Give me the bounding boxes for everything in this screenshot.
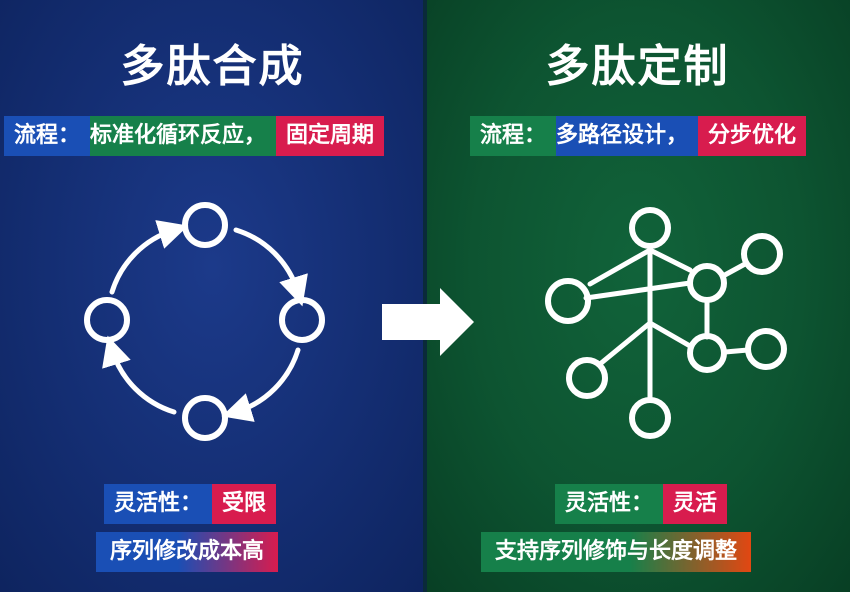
synthesis-flex-label: 灵活性： bbox=[104, 484, 213, 524]
branching-network-icon bbox=[545, 207, 787, 439]
customization-process-tag: 流程：多路径设计，分步优化 bbox=[470, 116, 807, 156]
synthesis-title: 多肽合成 bbox=[120, 41, 305, 92]
synthesis-note-tag: 序列修改成本高 bbox=[96, 532, 279, 572]
customization-flex-value: 灵活 bbox=[663, 484, 728, 524]
customization-note: 支持序列修饰与长度调整 bbox=[481, 532, 752, 572]
synthesis-flex-tag: 灵活性：受限 bbox=[104, 484, 277, 524]
customization-process-highlight: 分步优化 bbox=[698, 116, 807, 156]
synthesis-note: 序列修改成本高 bbox=[96, 532, 279, 572]
synthesis-process-desc: 标准化循环反应， bbox=[90, 116, 277, 156]
customization-flex-tag: 灵活性：灵活 bbox=[555, 484, 728, 524]
synthesis-process-tag: 流程：标准化循环反应，固定周期 bbox=[4, 116, 385, 156]
synthesis-process-highlight: 固定周期 bbox=[276, 116, 385, 156]
synthesis-process-label: 流程： bbox=[4, 116, 91, 156]
synthesis-flex-value: 受限 bbox=[212, 484, 277, 524]
synthesis-panel: 多肽合成 流程：标准化循环反应，固定周期 灵活性：受限 序列修改成本高 bbox=[0, 0, 425, 592]
cycle-icon bbox=[84, 202, 325, 441]
customization-title: 多肽定制 bbox=[545, 41, 730, 92]
customization-flex-label: 灵活性： bbox=[555, 484, 664, 524]
customization-note-tag: 支持序列修饰与长度调整 bbox=[481, 532, 752, 572]
customization-process-desc: 多路径设计， bbox=[556, 116, 699, 156]
customization-panel: 多肽定制 流程：多路径设计，分步优化 灵活性：灵活 支持序列修饰与长度调整 bbox=[425, 0, 850, 592]
right-arrow-icon bbox=[382, 288, 474, 356]
customization-process-label: 流程： bbox=[470, 116, 557, 156]
panel-divider bbox=[423, 0, 427, 592]
